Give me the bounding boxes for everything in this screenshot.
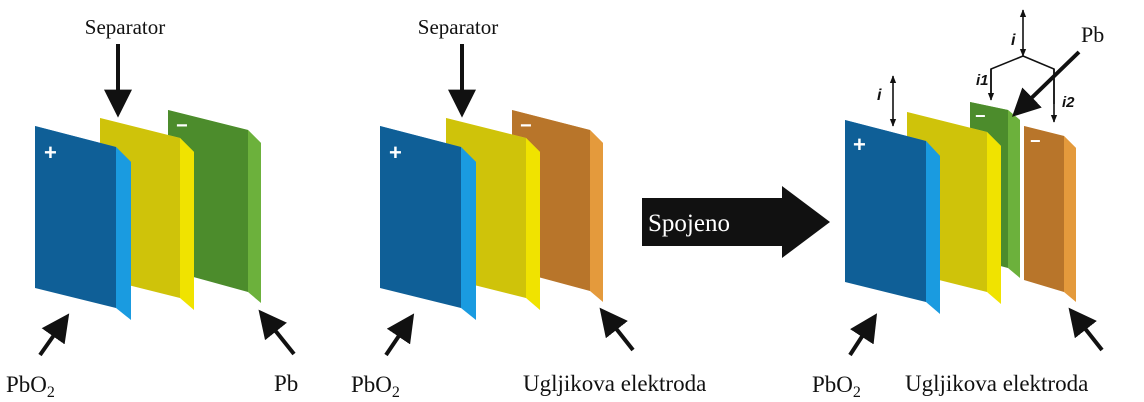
pbo2-label: PbO2 [6, 372, 55, 401]
pbo2-electrode-plate: + [380, 126, 476, 320]
current-1-label: i1 [976, 72, 989, 89]
carbon-electrode-label: Ugljikova elektroda [523, 371, 706, 396]
negative-sign: − [520, 115, 532, 137]
pbo2-arrow [384, 313, 415, 357]
pbo2-label: PbO2 [812, 372, 861, 401]
negative-sign: − [1030, 131, 1041, 151]
current-total-left-label: i [877, 87, 882, 104]
separator-label: Separator [418, 15, 498, 39]
positive-sign: + [389, 140, 402, 165]
carbon-electrode-arrow [599, 307, 635, 352]
pb-label: Pb [274, 371, 298, 396]
pbo2-arrow [848, 313, 878, 357]
pb-arrow [258, 309, 296, 356]
combined-arrow: Spojeno [642, 186, 830, 258]
current-split-bracket [990, 55, 1055, 104]
carbon-electrode-plate: − [1024, 126, 1076, 302]
current-total-top-label: i [1011, 32, 1016, 49]
carbon-electrode-arrow [1068, 307, 1104, 352]
negative-sign: − [176, 115, 188, 137]
panel-left: − + Separator PbO2 Pb [6, 15, 298, 401]
negative-sign: − [975, 106, 986, 126]
positive-sign: + [44, 140, 57, 165]
carbon-electrode-label: Ugljikova elektroda [905, 371, 1088, 396]
pbo2-electrode-plate: + [845, 120, 940, 314]
pb-arrow [1011, 50, 1081, 117]
combined-label: Spojeno [648, 210, 730, 237]
pb-label: Pb [1081, 22, 1104, 47]
positive-sign: + [853, 132, 866, 157]
separator-label: Separator [85, 15, 165, 39]
panel-middle: − + Separator PbO2 Ugljikova elektroda [351, 15, 706, 401]
pbo2-arrow [38, 313, 70, 357]
panel-right: − − + i i i1 i2 P [812, 9, 1104, 401]
pbo2-label: PbO2 [351, 372, 400, 401]
current-2-label: i2 [1062, 94, 1075, 111]
pbo2-electrode-plate: + [35, 126, 131, 320]
